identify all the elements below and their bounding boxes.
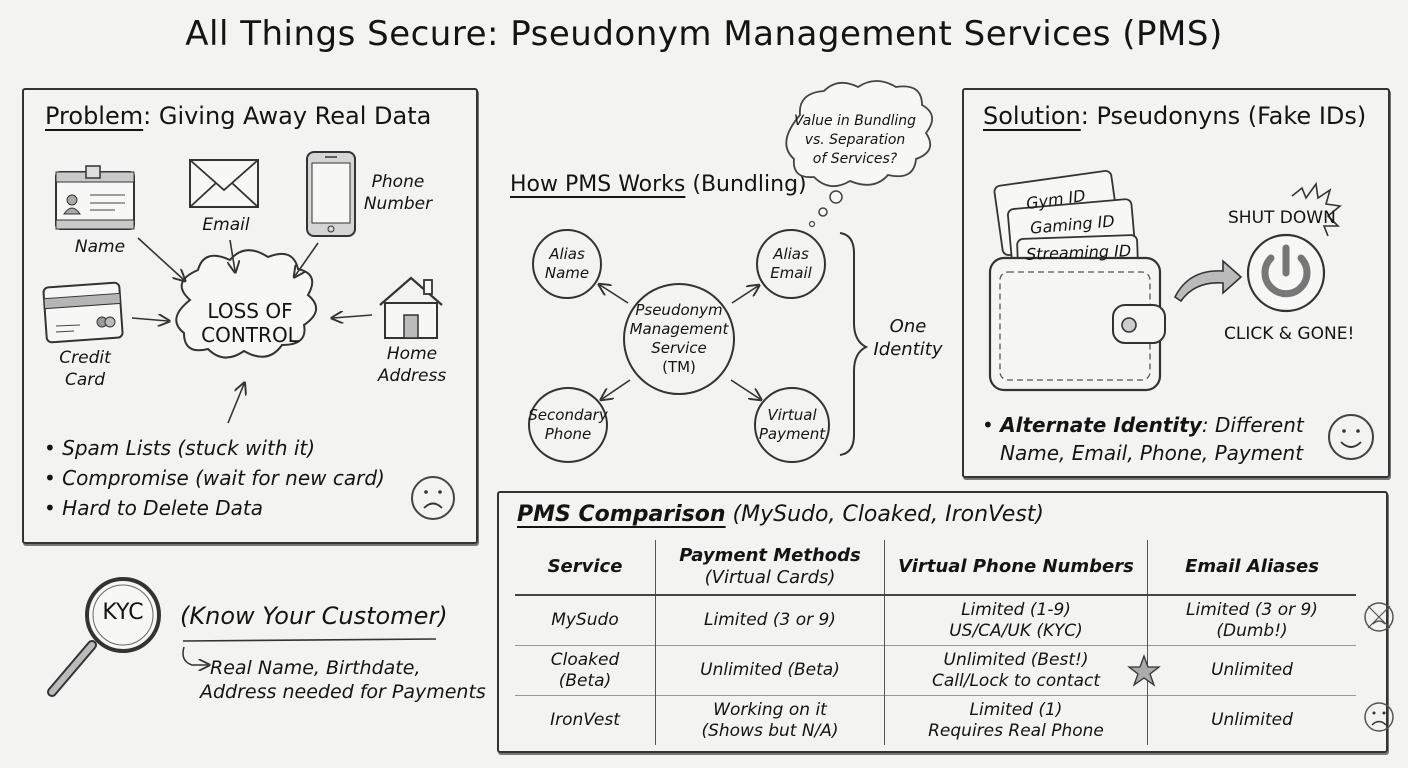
how-heading-rest: (Bundling) xyxy=(685,172,807,197)
pseudonym-management-service-node: Pseudonym Management Service (TM) xyxy=(623,283,735,395)
envelope-icon xyxy=(189,159,259,208)
problem-heading-underlined: Problem xyxy=(45,102,144,130)
cell-service: IronVest xyxy=(515,695,656,745)
bullet-item: • Compromise (wait for new card) xyxy=(44,466,385,490)
credit-card-icon xyxy=(42,281,124,344)
how-heading-underlined: How PMS Works xyxy=(510,172,686,197)
cell-email: Unlimited xyxy=(1147,695,1356,745)
cell-email: Unlimited xyxy=(1147,645,1356,696)
smile-face-icon xyxy=(1328,414,1374,460)
comparison-panel xyxy=(497,491,1388,753)
phone-icon xyxy=(306,151,356,237)
comparison-heading: PMS Comparison (MySudo, Cloaked, IronVes… xyxy=(517,502,1044,527)
credit-card-label: Credit Card xyxy=(59,348,111,390)
wallet-icon xyxy=(988,256,1166,392)
table-row: Cloaked(Beta) Unlimited (Beta) Unlimited… xyxy=(515,645,1402,696)
cell-email: Limited (3 or 9)(Dumb!) xyxy=(1147,595,1356,646)
phone-number-label: Phone Number xyxy=(363,172,433,214)
cell-service: MySudo xyxy=(551,610,619,630)
thought-cloud xyxy=(785,80,933,187)
solution-panel xyxy=(962,88,1390,478)
email-label: Email xyxy=(202,215,250,235)
thought-text: Value in Bundling vs. Separation of Serv… xyxy=(793,113,917,167)
cell-mark xyxy=(1356,646,1402,696)
loss-of-control-label: LOSS OF CONTROL xyxy=(201,299,299,347)
solution-heading-underlined: Solution xyxy=(983,102,1081,130)
cell-payment: Limited (3 or 9) xyxy=(655,595,885,646)
home-address-label: Home Address xyxy=(377,344,447,386)
comparison-heading-rest: (MySudo, Cloaked, IronVest) xyxy=(725,502,1045,527)
column-header-phone: Virtual Phone Numbers xyxy=(884,540,1148,596)
how-heading: How PMS Works (Bundling) xyxy=(510,172,807,197)
kyc-heading: (Know Your Customer) xyxy=(180,602,448,630)
comparison-heading-underlined: PMS Comparison xyxy=(517,502,726,527)
id-badge-icon xyxy=(55,165,135,230)
power-button-icon[interactable] xyxy=(1246,233,1326,313)
cell-payment: Unlimited (Beta) xyxy=(655,645,885,696)
card-streaming-id: Streaming ID xyxy=(1025,241,1132,264)
problem-heading: Problem: Giving Away Real Data xyxy=(45,102,431,130)
click-gone-label: CLICK & GONE! xyxy=(1224,324,1355,344)
comparison-table-wrapper: Service Payment Methods(Virtual Cards) V… xyxy=(515,540,1402,745)
problem-heading-rest: : Giving Away Real Data xyxy=(143,102,432,130)
solution-heading-rest: : Pseudonyns (Fake IDs) xyxy=(1080,102,1367,130)
page-title: All Things Secure: Pseudonym Management … xyxy=(185,14,1223,54)
loss-of-control-cloud xyxy=(175,249,317,359)
cell-mark xyxy=(1356,595,1402,646)
comparison-table: Service Payment Methods(Virtual Cards) V… xyxy=(515,540,1402,745)
solution-bullet: • Alternate Identity: Different Name, Em… xyxy=(982,413,1304,465)
column-header-mark xyxy=(1356,540,1402,595)
column-header-payment: Payment Methods(Virtual Cards) xyxy=(655,540,885,596)
cell-phone: Limited (1-9)US/CA/UK (KYC) xyxy=(884,595,1148,646)
burst-icon xyxy=(1291,181,1342,237)
angry-crossed-face-icon xyxy=(1364,602,1394,632)
kyc-lens-text: KYC xyxy=(102,600,144,625)
solution-heading: Solution: Pseudonyns (Fake IDs) xyxy=(983,102,1366,130)
cell-mark xyxy=(1356,696,1402,746)
column-header-service: Service xyxy=(515,540,656,596)
kyc-detail: Real Name, Birthdate, Address needed for… xyxy=(200,657,486,703)
column-header-email: Email Aliases xyxy=(1147,540,1356,596)
cell-phone: Limited (1)Requires Real Phone xyxy=(884,695,1148,745)
cell-phone: Unlimited (Best!)Call/Lock to contact xyxy=(884,645,1161,696)
table-row: MySudo Limited (3 or 9) Limited (1-9)US/… xyxy=(515,595,1402,646)
bullet-item: • Hard to Delete Data xyxy=(44,496,263,520)
one-identity-brace xyxy=(839,232,869,456)
name-label: Name xyxy=(74,237,126,257)
table-row: IronVest Working on it(Shows but N/A) Li… xyxy=(515,695,1402,746)
star-icon xyxy=(1127,654,1161,687)
bullet-item: • Spam Lists (stuck with it) xyxy=(44,436,316,460)
shut-down-label: SHUT DOWN xyxy=(1228,208,1336,228)
sad-face-icon xyxy=(1364,702,1394,732)
problem-panel xyxy=(22,88,478,544)
sad-face-icon xyxy=(411,476,455,520)
cell-service: Cloaked(Beta) xyxy=(515,645,656,696)
curved-arrow xyxy=(1173,259,1243,303)
cell-payment: Working on it(Shows but N/A) xyxy=(655,695,885,745)
one-identity-label: One Identity xyxy=(873,316,943,360)
magnifying-glass-icon xyxy=(47,577,161,697)
table-header-row: Service Payment Methods(Virtual Cards) V… xyxy=(515,540,1402,596)
problem-bullets: • Spam Lists (stuck with it) • Compromis… xyxy=(44,433,385,523)
house-icon xyxy=(379,276,443,339)
